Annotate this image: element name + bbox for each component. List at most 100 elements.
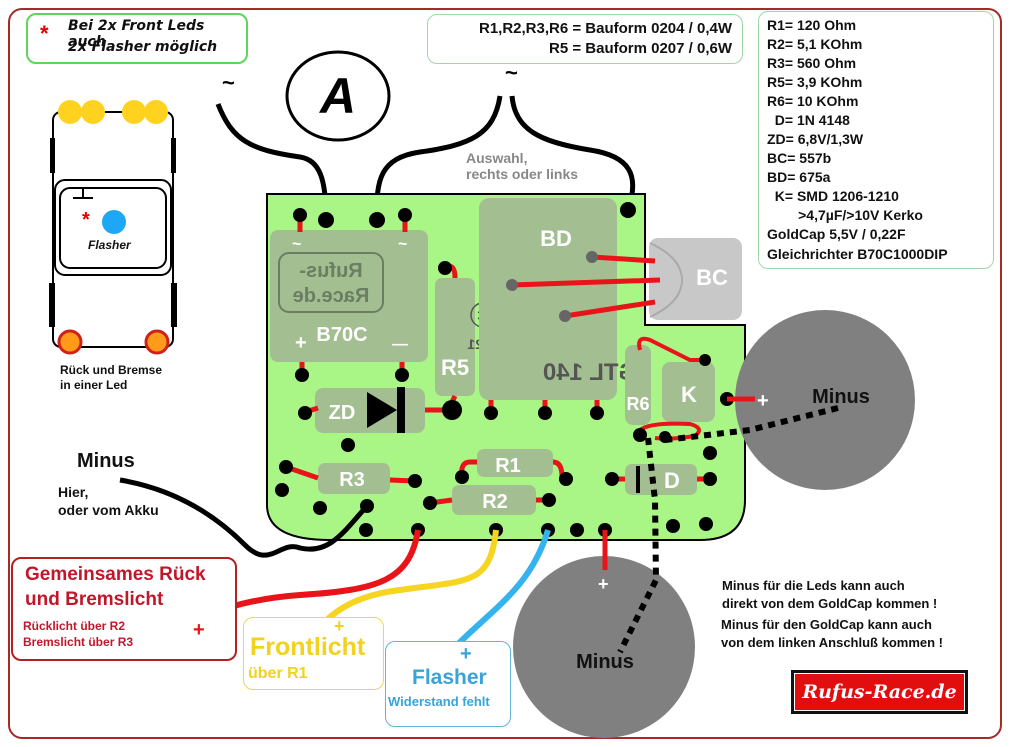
goldcap-right bbox=[735, 310, 915, 490]
rectifier-b70c: Rufus- Race.de B70C ~ ~ + — bbox=[270, 230, 428, 362]
part-item: R2= 5,1 KOhm bbox=[767, 36, 863, 52]
bd-pad bbox=[586, 251, 598, 263]
minus-note-line1: Minus für die Leds kann auch bbox=[722, 578, 905, 593]
rear-led bbox=[57, 329, 83, 355]
part-item: D= 1N 4148 bbox=[767, 112, 850, 128]
rectifier-logo-line1: Rufus- bbox=[299, 260, 362, 282]
goldcap-bottom-label: Minus bbox=[576, 651, 634, 673]
brake-line1: Gemeinsames Rück bbox=[25, 564, 206, 585]
front-led bbox=[81, 100, 105, 124]
part-item: R1= 120 Ohm bbox=[767, 17, 857, 33]
tilde-left: ~ bbox=[222, 70, 235, 95]
flasher-star: * bbox=[82, 209, 90, 231]
goldcap-right-label: Minus bbox=[812, 386, 870, 408]
parts-list: R1= 120 Ohm R2= 5,1 KOhm R3= 560 Ohm R5=… bbox=[758, 11, 994, 269]
brake-plus: + bbox=[193, 619, 205, 641]
flasher-led bbox=[102, 210, 126, 234]
front-led bbox=[58, 100, 82, 124]
goldcap-bottom bbox=[513, 556, 695, 738]
ac-wire-right-a bbox=[374, 95, 503, 219]
front-wire bbox=[312, 529, 499, 634]
part-item: R6= 10 KOhm bbox=[767, 93, 859, 109]
rectifier-minus: — bbox=[392, 336, 408, 353]
minus-left-line2: oder vom Akku bbox=[58, 502, 159, 518]
k-body bbox=[662, 362, 715, 422]
front-led bbox=[122, 100, 146, 124]
minus-wire-left bbox=[119, 477, 369, 558]
rear-led bbox=[144, 329, 170, 355]
outer-frame bbox=[8, 8, 1002, 739]
front-title: Frontlicht bbox=[250, 633, 366, 661]
d-label: D bbox=[664, 468, 680, 493]
part-item: BC= 557b bbox=[767, 150, 832, 166]
star-icon: * bbox=[40, 21, 49, 46]
rectifier-plus: + bbox=[295, 332, 307, 354]
brake-light-box: Gemeinsames Rück und Bremslicht Rücklich… bbox=[11, 557, 237, 661]
tilde-right: ~ bbox=[505, 60, 518, 85]
r2-label: R2 bbox=[482, 491, 508, 513]
front-sub: über R1 bbox=[248, 665, 308, 682]
flasher-wire bbox=[444, 529, 551, 658]
part-item: BD= 675a bbox=[767, 169, 831, 185]
r6-label: R6 bbox=[626, 394, 649, 414]
r2-body bbox=[452, 485, 536, 515]
minus-left-line1: Hier, bbox=[58, 484, 89, 500]
flasher-sub: Widerstand fehlt bbox=[388, 694, 490, 709]
ac-wire-left bbox=[215, 103, 329, 219]
minus-note-line3: Minus für den GoldCap kann auch bbox=[721, 617, 932, 632]
flasher-label: Flasher bbox=[88, 238, 132, 252]
title-marker-letter: A bbox=[318, 68, 356, 124]
rear-note-line1: Rück und Bremse bbox=[60, 363, 162, 377]
note-line2: 2x Flasher möglich bbox=[68, 39, 218, 55]
rectifier-ac-right: ~ bbox=[398, 236, 407, 253]
r5-body bbox=[435, 278, 475, 396]
brake-line2: und Bremslicht bbox=[25, 589, 164, 610]
r1-body bbox=[477, 449, 553, 477]
part-item: R3= 560 Ohm bbox=[767, 55, 857, 71]
bc-label: BC bbox=[696, 265, 728, 290]
title-marker: A bbox=[285, 50, 391, 142]
front-leds bbox=[58, 100, 168, 124]
rectifier-logo-line2: Race.de bbox=[293, 285, 370, 307]
r3-label: R3 bbox=[339, 469, 365, 491]
resistor-size-note: R1,R2,R3,R6 = Bauform 0204 / 0,4W R5 = B… bbox=[427, 14, 743, 64]
minus-note-line4: von dem linken Anschluß kommen ! bbox=[721, 635, 943, 650]
part-item: >4,7µF/>10V Kerko bbox=[767, 207, 923, 223]
front-led-note: * Bei 2x Front Leds auch 2x Flasher mögl… bbox=[26, 13, 248, 64]
r1-label: R1 bbox=[495, 455, 521, 477]
part-item: K= SMD 1206-1210 bbox=[767, 188, 899, 204]
flasher-plus: + bbox=[460, 643, 472, 665]
flasher-title: Flasher bbox=[412, 666, 487, 689]
goldcap-bottom-plus: + bbox=[598, 574, 609, 594]
logo-text: Rufus-Race.de bbox=[794, 673, 965, 711]
bd-pad bbox=[506, 279, 518, 291]
rectifier-ac-left: ~ bbox=[292, 236, 301, 253]
ac-wire-right-b bbox=[509, 95, 636, 211]
r3-body bbox=[318, 463, 390, 494]
bd-pad bbox=[559, 310, 571, 322]
brake-line4: Bremslicht über R3 bbox=[23, 635, 134, 649]
part-item: Gleichrichter B70C1000DIP bbox=[767, 246, 948, 262]
rufus-race-logo[interactable]: Rufus-Race.de bbox=[791, 670, 968, 714]
bd-body bbox=[479, 198, 617, 400]
board-id: GTL 140 bbox=[543, 359, 637, 386]
minus-left-title: Minus bbox=[77, 450, 135, 472]
zener-diode-icon bbox=[367, 392, 397, 428]
part-item: GoldCap 5,5V / 0,22F bbox=[767, 226, 906, 242]
zd-label: ZD bbox=[329, 402, 356, 424]
r5-label: R5 bbox=[441, 355, 469, 380]
goldcap-right-plus: + bbox=[757, 390, 769, 412]
minus-dotted-wires bbox=[617, 405, 839, 654]
minus-note-line2: direkt von dem GoldCap kommen ! bbox=[722, 596, 938, 611]
bc-traces bbox=[511, 254, 661, 319]
brake-line3: Rücklicht über R2 bbox=[23, 619, 126, 633]
flasher-box: + Flasher Widerstand fehlt bbox=[385, 641, 511, 727]
part-item: ZD= 6,8V/1,3W bbox=[767, 131, 864, 147]
bauform-line1: R1,R2,R3,R6 = Bauform 0204 / 0,4W bbox=[478, 20, 732, 37]
k-label: K bbox=[681, 382, 697, 407]
front-light-box: + Frontlicht über R1 bbox=[243, 616, 384, 690]
selection-note-line1: Auswahl, bbox=[466, 150, 527, 166]
d-body bbox=[625, 464, 697, 495]
